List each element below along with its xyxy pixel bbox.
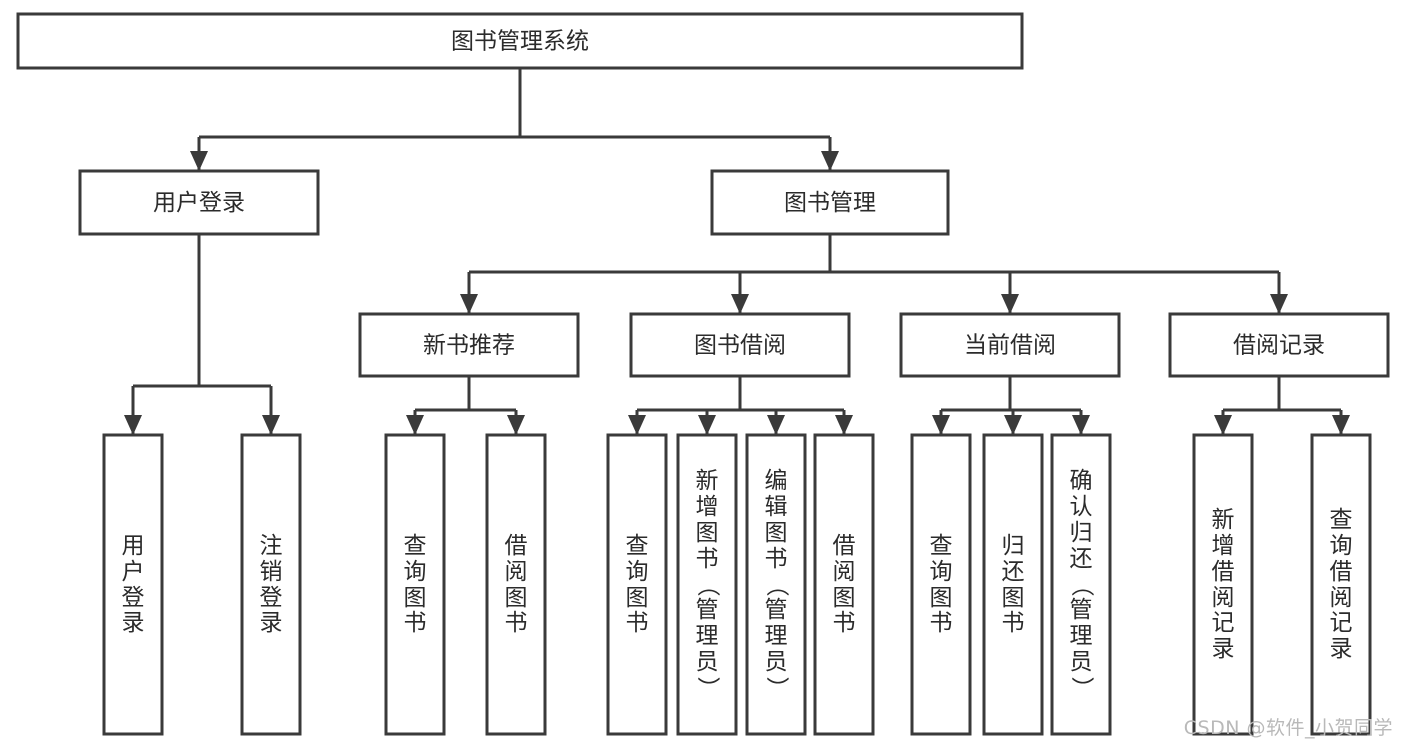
node-level2-label-3: 借阅记录 <box>1233 333 1325 359</box>
node-root-label: 图书管理系统 <box>451 29 589 55</box>
node-leaf-box-9[interactable] <box>982 433 1044 736</box>
arrow-head-icon <box>507 415 525 435</box>
arrow-head-icon <box>1072 415 1090 435</box>
arrow-head-icon <box>835 415 853 435</box>
arrow-head-icon <box>190 151 208 171</box>
arrow-head-icon <box>1332 415 1350 435</box>
node-leaf-box-1[interactable] <box>240 433 302 736</box>
node-level2-label-0: 新书推荐 <box>423 333 515 359</box>
arrow-head-icon <box>262 415 280 435</box>
node-leaf-box-5[interactable] <box>676 433 738 736</box>
node-leaf-box-3[interactable] <box>485 433 547 736</box>
arrow-head-icon <box>1214 415 1232 435</box>
connectors-layer <box>124 68 1350 435</box>
node-level2-label-1: 图书借阅 <box>694 333 786 359</box>
arrow-head-icon <box>124 415 142 435</box>
node-level2-box-3[interactable] <box>1168 312 1390 378</box>
boxes-layer <box>16 12 1390 736</box>
arrow-head-icon <box>1270 294 1288 314</box>
node-level2-box-2[interactable] <box>899 312 1121 378</box>
node-leaf-box-12[interactable] <box>1310 433 1372 736</box>
arrow-head-icon <box>406 415 424 435</box>
node-leaf-box-8[interactable] <box>910 433 972 736</box>
node-leaf-box-10[interactable] <box>1050 433 1112 736</box>
arrow-head-icon <box>1001 294 1019 314</box>
arrow-head-icon <box>628 415 646 435</box>
arrow-head-icon <box>731 294 749 314</box>
node-level1-box-0[interactable] <box>78 169 320 236</box>
node-leaf-box-11[interactable] <box>1192 433 1254 736</box>
node-level1-label-1: 图书管理 <box>784 190 876 216</box>
node-level2-box-1[interactable] <box>629 312 851 378</box>
node-level1-box-1[interactable] <box>710 169 950 236</box>
node-leaf-box-6[interactable] <box>745 433 807 736</box>
node-level1-label-0: 用户登录 <box>153 190 245 216</box>
node-root-box[interactable] <box>16 12 1024 70</box>
csdn-watermark: CSDN @软件_小贺同学 <box>1183 717 1393 739</box>
arrow-head-icon <box>821 151 839 171</box>
arrow-head-icon <box>767 415 785 435</box>
node-leaf-box-7[interactable] <box>813 433 875 736</box>
arrow-head-icon <box>932 415 950 435</box>
arrow-head-icon <box>698 415 716 435</box>
node-leaf-box-0[interactable] <box>102 433 164 736</box>
node-level2-box-0[interactable] <box>358 312 580 378</box>
arrow-head-icon <box>460 294 478 314</box>
node-leaf-box-4[interactable] <box>606 433 668 736</box>
arrow-head-icon <box>1004 415 1022 435</box>
node-leaf-box-2[interactable] <box>384 433 446 736</box>
node-level2-label-2: 当前借阅 <box>964 333 1056 359</box>
